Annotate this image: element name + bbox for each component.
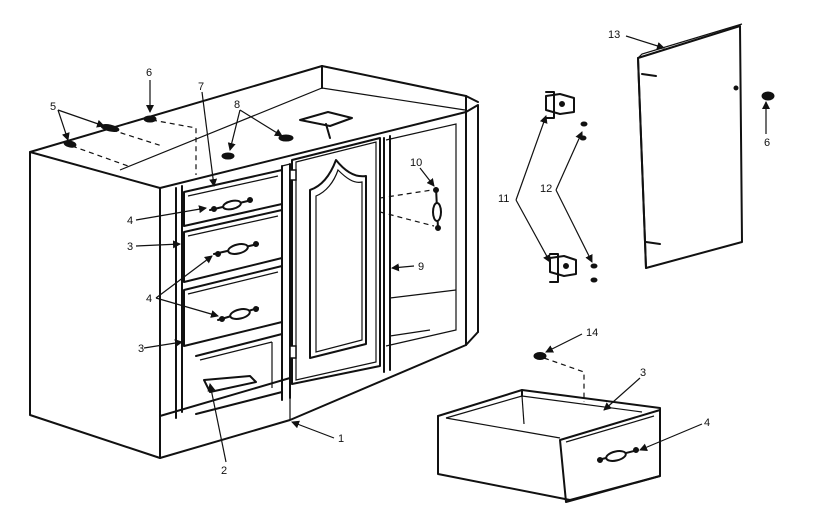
callout-9: 9: [418, 261, 424, 273]
loose-drawer[interactable]: [437, 389, 661, 503]
leader-lines: [57, 35, 770, 463]
drawer-front-top[interactable]: [183, 169, 283, 227]
screw-6-door[interactable]: [761, 91, 775, 101]
cabinet-door[interactable]: [289, 137, 381, 385]
callout-4-top: 4: [127, 215, 133, 227]
callout-12: 12: [540, 183, 552, 195]
callout-2: 2: [221, 465, 227, 477]
callout-3-cabinet-low: 3: [138, 343, 144, 355]
screw-6-top[interactable]: [143, 115, 197, 175]
screws-5[interactable]: [63, 123, 163, 167]
callout-11: 11: [498, 193, 509, 205]
drawer-front-middle[interactable]: [183, 209, 283, 283]
hinge-upper[interactable]: [545, 91, 575, 119]
cabinet-base: [29, 65, 479, 459]
loose-drawer-pull[interactable]: [597, 447, 639, 463]
callout-1: 1: [338, 433, 344, 445]
callout-7: 7: [198, 81, 204, 93]
hinge-lower[interactable]: [549, 253, 577, 283]
drawer-pull-top[interactable]: [209, 197, 253, 212]
door-13[interactable]: [637, 23, 743, 269]
callout-10: 10: [410, 157, 422, 169]
callout-4-loose-drawer: 4: [704, 417, 710, 429]
drawer-pull-middle[interactable]: [213, 241, 259, 257]
callout-6-top: 6: [146, 67, 152, 79]
callout-3-loose-drawer: 3: [640, 367, 646, 379]
callout-6-door: 6: [764, 137, 770, 149]
drawer-pull-lower[interactable]: [217, 306, 259, 322]
callout-5: 5: [50, 101, 56, 113]
callout-13: 13: [608, 29, 620, 41]
callout-labels: 1 2 3 3 3 4 4 4 5 6 6 7 8 9 10 11 12 13 …: [50, 29, 770, 477]
callout-8: 8: [234, 99, 240, 111]
callout-4-pair: 4: [146, 293, 152, 305]
door-pull[interactable]: [379, 187, 442, 231]
hinge-screws[interactable]: [579, 121, 598, 283]
callout-14: 14: [586, 327, 598, 339]
drawer-front-lower[interactable]: [183, 265, 283, 347]
callout-3-cabinet-mid: 3: [127, 241, 133, 253]
screw-14[interactable]: [533, 352, 585, 403]
